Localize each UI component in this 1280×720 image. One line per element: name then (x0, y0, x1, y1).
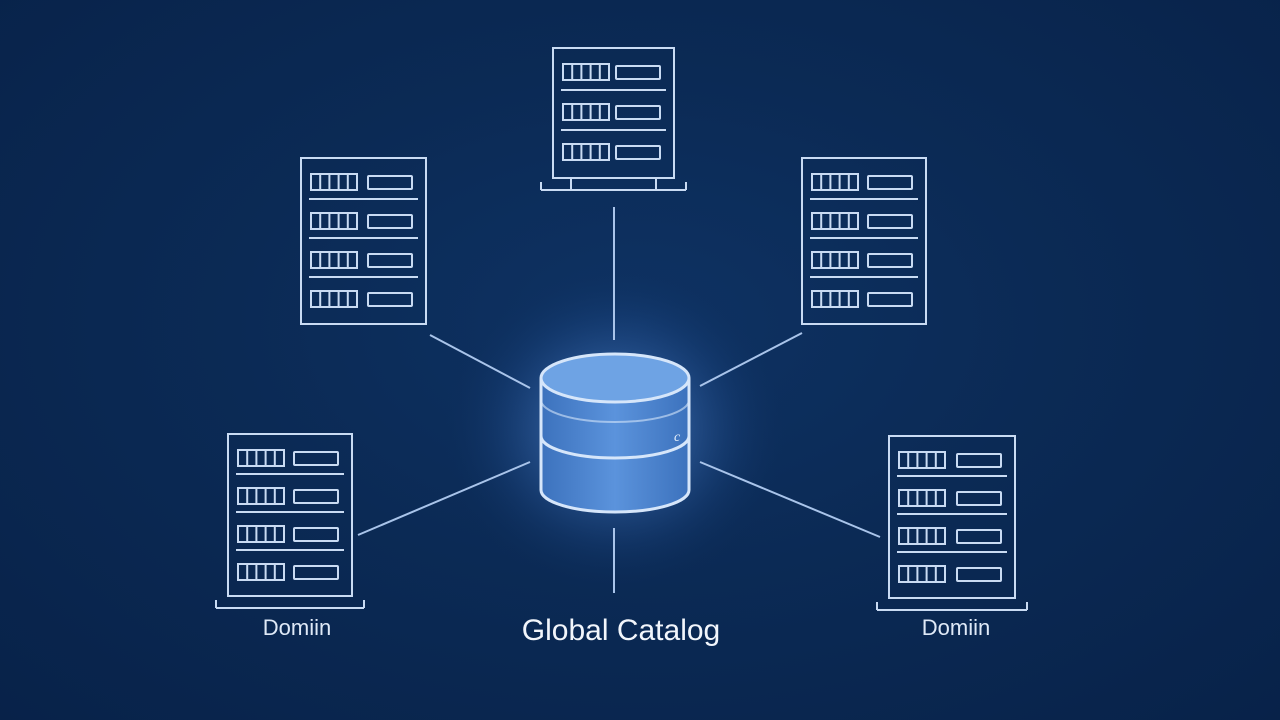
svg-text:c: c (674, 430, 681, 445)
connector-upper-right (699, 332, 803, 387)
server-upper-right (801, 157, 927, 325)
server-lower-left (215, 433, 365, 609)
server-top (540, 47, 687, 191)
connector-lower-left (357, 461, 531, 536)
domain-label-right: Domiin (921, 615, 991, 640)
server-group (215, 47, 1028, 611)
domain-label-left: Domiin (262, 615, 332, 640)
database-icon: c (539, 352, 691, 514)
global-catalog-label: Global Catalog (521, 614, 721, 647)
server-upper-left (300, 157, 427, 325)
connector-upper-left (429, 334, 531, 389)
connector-lines (357, 207, 881, 593)
server-lower-right (876, 435, 1028, 611)
connector-lower-right (699, 461, 881, 538)
